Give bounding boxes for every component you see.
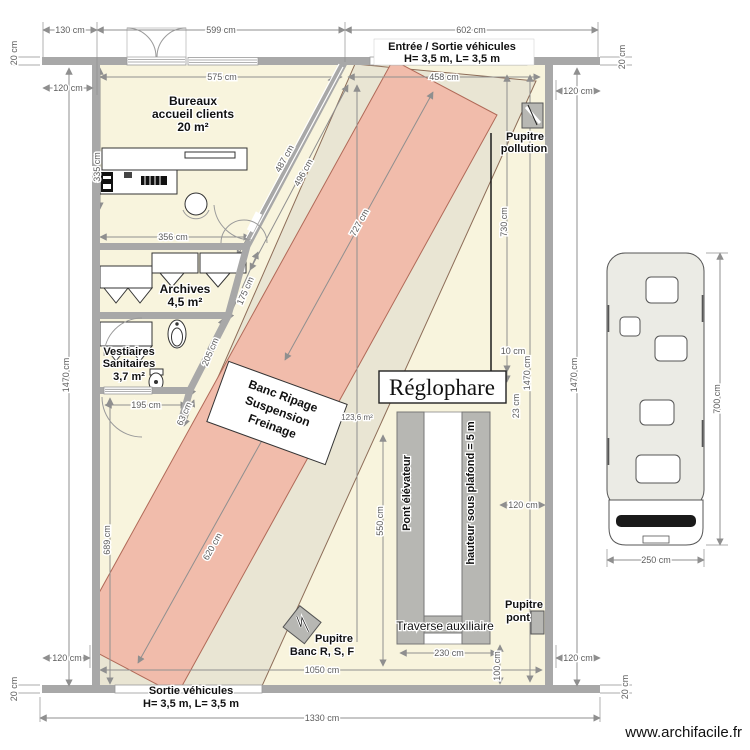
dim-575: 575 cm bbox=[207, 72, 237, 82]
room-bureaux-name: Bureaux bbox=[169, 94, 217, 108]
lift-rail-left bbox=[396, 411, 425, 645]
reglophare-label: Réglophare bbox=[389, 375, 495, 400]
office-door-arc[interactable] bbox=[220, 219, 268, 244]
room-archives-area: 4,5 m² bbox=[168, 295, 203, 309]
dim-100: 100 cm bbox=[492, 651, 502, 681]
dim-700-vehicle: 700 cm bbox=[712, 384, 722, 414]
room-vestiaires-area: 3,7 m² bbox=[113, 371, 145, 383]
room-vestiaires-name2: Sanitaires bbox=[103, 358, 156, 370]
pupitre-banc-line2: Banc R, S, F bbox=[290, 646, 354, 658]
exit-door-line1: Sortie véhicules bbox=[149, 685, 233, 697]
double-entry-door[interactable] bbox=[126, 27, 187, 66]
dim-1050: 1050 cm bbox=[305, 665, 340, 675]
dim-1470-left: 1470 cm bbox=[61, 358, 71, 393]
dim-356: 356 cm bbox=[158, 232, 188, 242]
watermark-link[interactable]: www.archifacile.fr bbox=[624, 724, 742, 741]
vehicle-hatch bbox=[654, 335, 688, 362]
dim-335: 335 cm bbox=[92, 152, 102, 182]
pupitre-pont-line2: pont bbox=[506, 612, 530, 624]
window-top bbox=[187, 57, 259, 66]
dim-120-bl: 120 cm bbox=[52, 653, 82, 663]
dim-1470-right: 1470 cm bbox=[569, 358, 579, 393]
dim-20-tr: 20 cm bbox=[617, 45, 627, 70]
hall-door-arc[interactable] bbox=[101, 396, 143, 438]
ceiling-height-label: hauteur sous plafond = 5 m bbox=[465, 421, 477, 565]
dim-550: 550 cm bbox=[375, 506, 385, 536]
lift-rail-right bbox=[461, 411, 491, 645]
dim-602: 602 cm bbox=[456, 25, 486, 35]
dim-120-pont: 120 cm bbox=[508, 500, 538, 510]
room-bureaux-name2: accueil clients bbox=[152, 107, 234, 121]
dim-120-br: 120 cm bbox=[563, 653, 593, 663]
entry-door-line2: H= 3,5 m, L= 3,5 m bbox=[404, 53, 500, 65]
dim-20-br: 20 cm bbox=[620, 675, 630, 700]
room-vestiaires-name: Vestiaires bbox=[103, 346, 154, 358]
dim-250-vehicle: 250 cm bbox=[641, 555, 671, 565]
vehicle-top-view bbox=[606, 252, 705, 546]
dim-1470-inner: 1470 cm bbox=[522, 356, 532, 391]
entry-door-line1: Entrée / Sortie véhicules bbox=[388, 41, 516, 53]
archives-furniture bbox=[99, 252, 247, 304]
dim-689: 689 cm bbox=[102, 525, 112, 555]
pollution-glyph bbox=[527, 104, 538, 126]
dim-730: 730 cm bbox=[499, 207, 509, 237]
banc-glyph bbox=[296, 615, 310, 632]
dim-20-tl: 20 cm bbox=[9, 41, 19, 66]
lift-label: Pont élévateur bbox=[401, 454, 413, 531]
hall-area-label: 123,6 m² bbox=[341, 413, 373, 422]
pupitre-pont-box bbox=[530, 610, 545, 635]
equipment-shapes bbox=[282, 102, 545, 645]
dim-599: 599 cm bbox=[206, 25, 236, 35]
vehicle-dimension-lines bbox=[606, 252, 728, 567]
exit-door-line2: H= 3,5 m, L= 3,5 m bbox=[143, 698, 239, 710]
glazing-stripe bbox=[249, 66, 344, 242]
dim-23: 23 cm bbox=[511, 394, 521, 419]
dim-230: 230 cm bbox=[434, 648, 464, 658]
outer-dimension-lines bbox=[12, 22, 632, 722]
pupitre-pollution-line2: pollution bbox=[501, 143, 548, 155]
room-archives-name: Archives bbox=[160, 282, 211, 296]
vehicle-entry-door[interactable] bbox=[369, 38, 535, 66]
vehicle-hatch bbox=[645, 276, 679, 304]
diagonal-door-arc[interactable] bbox=[213, 204, 253, 241]
pupitre-pollution-line1: Pupitre bbox=[506, 131, 544, 143]
reglophare-box bbox=[378, 370, 507, 404]
pupitre-pont-line1: Pupitre bbox=[505, 599, 543, 611]
vestiaires-door-arc[interactable] bbox=[103, 317, 143, 357]
dim-195: 195 cm bbox=[131, 400, 161, 410]
vehicle-hatch bbox=[619, 316, 641, 337]
vehicle-exit-door[interactable] bbox=[114, 684, 263, 694]
pupitre-banc-line1: Pupitre bbox=[315, 633, 353, 645]
dim-10: 10 cm bbox=[501, 346, 526, 356]
dim-130: 130 cm bbox=[55, 25, 85, 35]
lift-traverse bbox=[423, 615, 463, 634]
vehicle-hatch bbox=[635, 454, 681, 484]
vehicle-hatch bbox=[639, 399, 675, 426]
dim-458: 458 cm bbox=[429, 72, 459, 82]
dim-120-tr: 120 cm bbox=[563, 86, 593, 96]
dim-20-bl: 20 cm bbox=[9, 677, 19, 702]
dim-1330: 1330 cm bbox=[305, 713, 340, 723]
traverse-label: Traverse auxiliaire bbox=[396, 619, 494, 633]
office-furniture bbox=[99, 147, 248, 220]
glazing-stripe bbox=[245, 63, 340, 239]
dim-120-tl: 120 cm bbox=[53, 83, 83, 93]
sanitary-fixtures bbox=[99, 319, 187, 392]
window-vestiaires bbox=[103, 386, 153, 395]
room-bureaux-area: 20 m² bbox=[177, 120, 208, 134]
